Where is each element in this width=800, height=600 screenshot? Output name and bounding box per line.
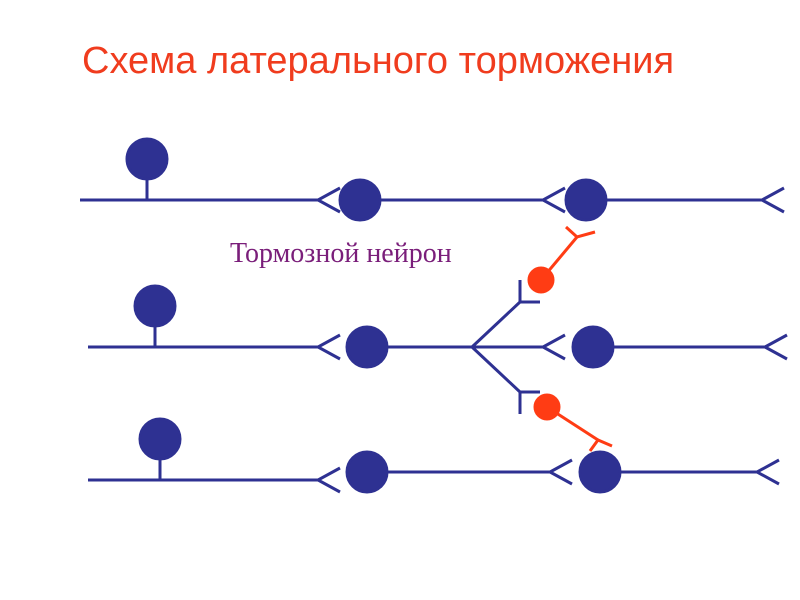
inhibitory-neuron-body [527,266,555,294]
inhibitory-branch-up [470,300,522,349]
relay-neuron-body [571,325,615,369]
synapse-fork [518,280,540,304]
neuron-chain-bottom [88,417,780,494]
synapse-fork [761,333,788,361]
synapse-fork [314,466,341,494]
neuron-chain-middle [88,280,788,414]
synapse-fork [518,390,540,414]
inhibitory-synapse [564,225,596,239]
relay-neuron-body [564,178,608,222]
relay-neuron-body [338,178,382,222]
inhibitory-neuron-upper [527,225,596,294]
synapse-fork [314,186,341,214]
synapse-fork [758,186,785,214]
synapse-fork [753,458,780,486]
synapse-fork [546,458,573,486]
sensory-neuron-body [133,284,177,328]
synapse-fork [539,333,566,361]
synapse-fork [314,333,341,361]
relay-neuron-body [345,450,389,494]
inhibitory-branch-down [470,345,522,394]
inhibitory-neuron-body [533,393,561,421]
inhibitory-neuron-lower [533,393,613,452]
synapse-fork [539,186,566,214]
sensory-neuron-body [125,137,169,181]
diagram-title: Схема латерального торможения [82,40,675,82]
inhibitory-neuron-label: Тормозной нейрон [230,238,452,269]
relay-neuron-body [345,325,389,369]
neuron-chain-top [80,137,785,222]
relay-neuron-body [578,450,622,494]
inhibitory-synapse [588,438,613,452]
sensory-neuron-body [138,417,182,461]
